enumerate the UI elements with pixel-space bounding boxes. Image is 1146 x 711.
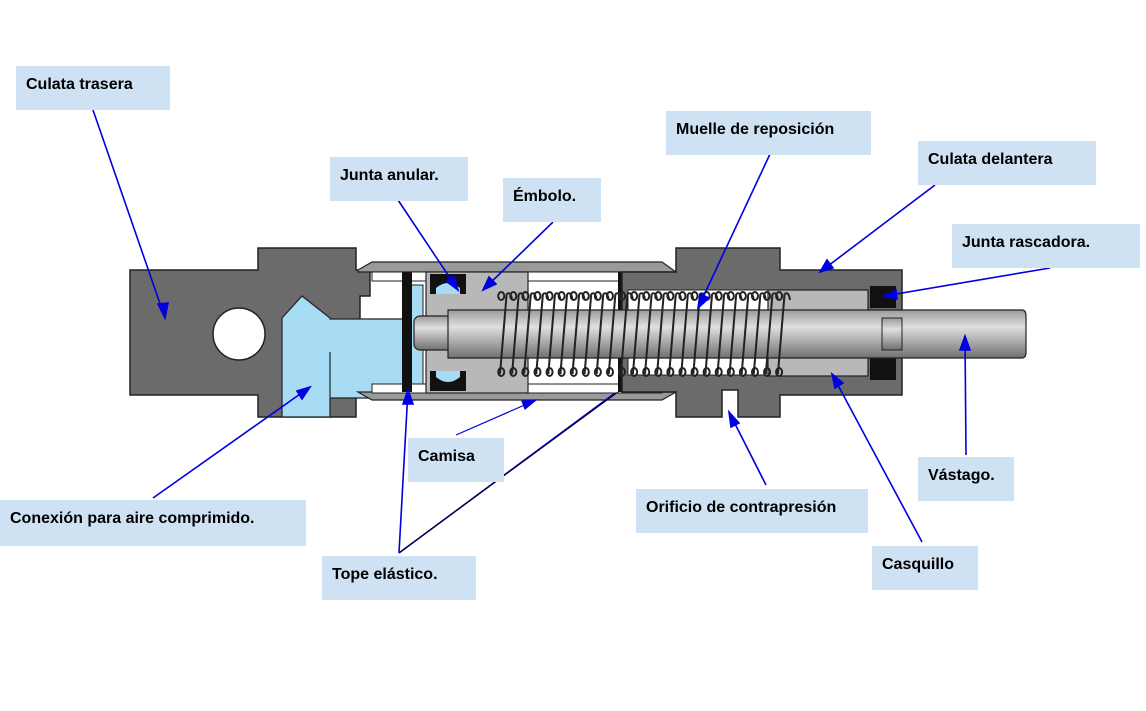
spring-coil-bottom	[666, 367, 675, 377]
spring-coil-top	[557, 291, 566, 301]
tube-top	[357, 261, 678, 273]
spring-coil-top	[521, 291, 530, 301]
pointer-casquillo	[831, 373, 923, 543]
spring-coil-top	[569, 291, 578, 301]
spring-coil-bottom	[690, 367, 699, 377]
label-conexion: Conexión para aire comprimido.	[0, 500, 306, 546]
spring-coil-top	[763, 291, 772, 301]
spring-coil-top	[738, 291, 747, 301]
spring-coil-top	[654, 291, 663, 301]
spring-coil-top	[666, 291, 675, 301]
label-culata-delantera: Culata delantera	[918, 141, 1096, 185]
mounting-hole	[212, 307, 266, 361]
pointer-junta-anular	[397, 199, 459, 291]
spring-coil-top	[605, 291, 614, 301]
spring-coil-top	[726, 291, 735, 301]
spring-coil-bottom	[654, 367, 663, 377]
label-junta-rascadora: Junta rascadora.	[952, 224, 1140, 268]
pointer-conexion	[152, 386, 311, 499]
label-vastago: Vástago.	[918, 457, 1014, 501]
pointer-tope-left	[398, 389, 409, 554]
pointer-junta-rascadora	[883, 267, 1051, 297]
spring-coil-top	[750, 291, 759, 301]
pointer-culata-delantera	[819, 184, 936, 273]
wiper-seal-bottom	[870, 358, 896, 380]
spring-coil-bottom	[726, 367, 735, 377]
pointer-camisa	[455, 399, 537, 436]
label-junta-anular: Junta anular.	[330, 157, 468, 201]
spring-coil-bottom	[630, 367, 639, 377]
spring-coil-bottom	[738, 367, 747, 377]
spring-coil-bottom	[678, 367, 687, 377]
spring-coil-top	[775, 291, 784, 301]
spring-coil-top	[642, 291, 651, 301]
spring-coil-top	[714, 291, 723, 301]
rod	[447, 309, 1027, 359]
spring-coil-bottom	[605, 367, 614, 377]
spring-coil-top	[593, 291, 602, 301]
label-culata-trasera: Culata trasera	[16, 66, 170, 110]
label-tope: Tope elástico.	[322, 556, 476, 600]
spring-coil-top	[678, 291, 687, 301]
spring-coil-bottom	[714, 367, 723, 377]
spring-coil-bottom	[569, 367, 578, 377]
spring-coil-top	[630, 291, 639, 301]
spring-coil-top	[545, 291, 554, 301]
pointer-embolo	[482, 221, 554, 291]
spring-coil-bottom	[763, 367, 772, 377]
spring-coil-bottom	[642, 367, 651, 377]
spring-coil-bottom	[581, 367, 590, 377]
spring-coil-top	[497, 291, 506, 301]
spring-coil-bottom	[775, 367, 784, 377]
spring-coil-bottom	[533, 367, 542, 377]
spring-coil-bottom	[521, 367, 530, 377]
spring-coil-top	[618, 291, 627, 301]
spring-coil-bottom	[557, 367, 566, 377]
spring-coil-bottom	[545, 367, 554, 377]
spring-coil-top	[509, 291, 518, 301]
pointer-vastago	[964, 335, 967, 456]
spring-coil-bottom	[702, 367, 711, 377]
return-spring	[497, 291, 791, 377]
spring-coil-bottom	[593, 367, 602, 377]
pointer-tope-thin	[399, 391, 619, 553]
spring-coil-bottom	[618, 367, 627, 377]
spring-coil	[776, 292, 791, 375]
label-embolo: Émbolo.	[503, 178, 601, 222]
label-camisa: Camisa	[408, 438, 504, 482]
spring-coil-bottom	[509, 367, 518, 377]
spring-coil-top	[690, 291, 699, 301]
pointer-culata-trasera	[92, 109, 166, 319]
label-orificio: Orificio de contrapresión	[636, 489, 868, 533]
spring-coil-bottom	[750, 367, 759, 377]
label-muelle: Muelle de reposición	[666, 111, 871, 155]
spring-coil-bottom	[497, 367, 506, 377]
spring-coil-top	[581, 291, 590, 301]
label-casquillo: Casquillo	[872, 546, 978, 590]
elastic-stop-left	[402, 272, 412, 392]
spring-coil-top	[533, 291, 542, 301]
pointer-muelle	[697, 153, 771, 309]
wiper-seal-top	[870, 286, 896, 308]
